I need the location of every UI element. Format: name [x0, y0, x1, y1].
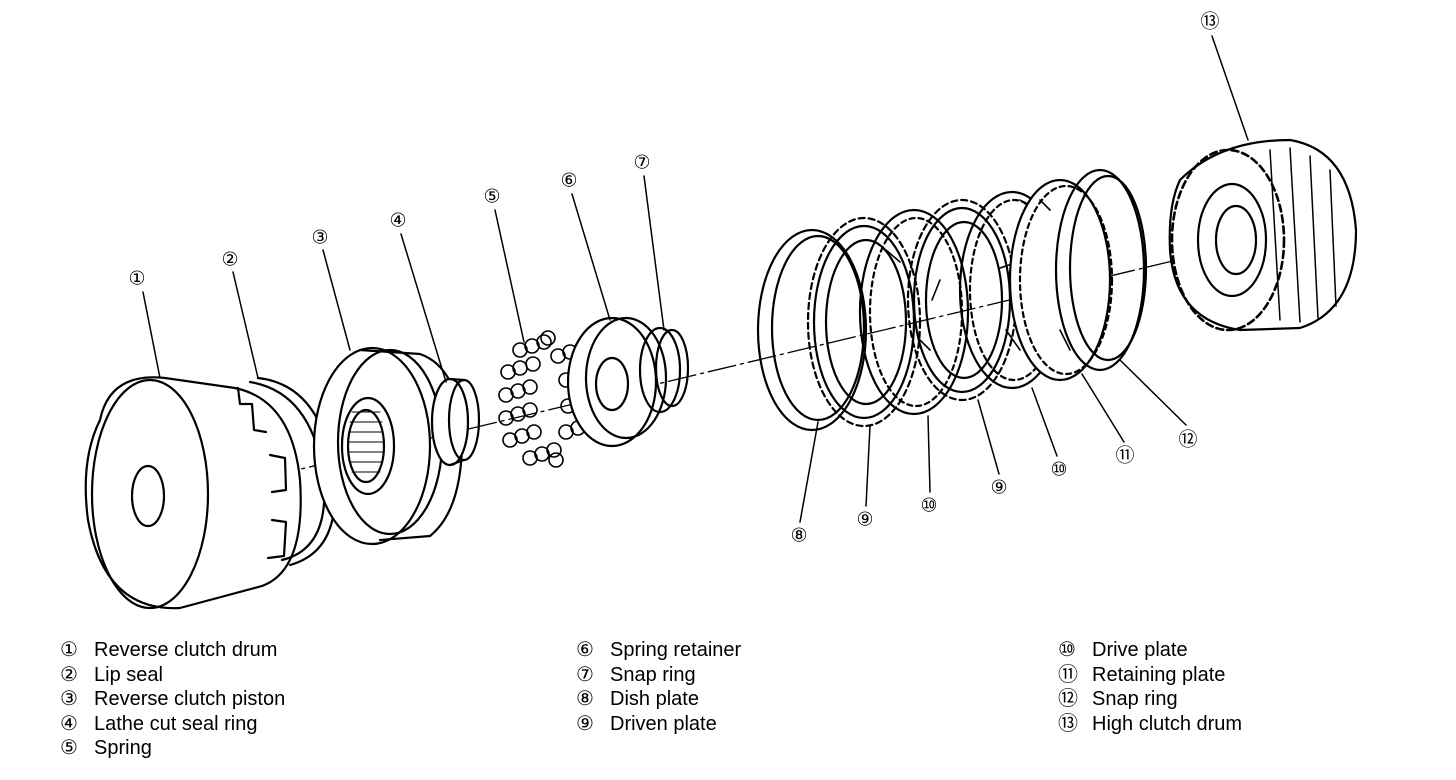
legend-item: ⑧ Dish plate — [576, 687, 741, 712]
callout-9a: ⑨ — [856, 510, 873, 531]
legend-label: Lathe cut seal ring — [94, 712, 258, 735]
part-reverse-clutch-drum — [84, 376, 302, 610]
legend-label: Drive plate — [1092, 639, 1188, 661]
callout-9b: ⑨ — [990, 478, 1007, 499]
legend-item: ① Reverse clutch drum — [60, 638, 285, 663]
legend-number: ⑤ — [60, 737, 78, 759]
legend-number: ⑩ — [1058, 639, 1076, 661]
legend-number: ② — [60, 663, 78, 686]
legend-label: Retaining plate — [1092, 663, 1226, 686]
legend-number: ④ — [60, 712, 78, 735]
exploded-view-diagram: ① ② ③ ④ ⑤ ⑥ ⑦ ⑧ ⑨ ⑩ ⑨ ⑩ ⑪ ⑫ ⑬ — [84, 11, 1358, 610]
part-snap-ring-small — [638, 326, 690, 414]
legend-label: Reverse clutch drum — [94, 639, 278, 661]
legend-item: ⑬ High clutch drum — [1058, 712, 1242, 737]
callout-1: ① — [128, 269, 145, 290]
legend-item: ⑪ Retaining plate — [1058, 663, 1242, 688]
legend-label: Spring — [94, 737, 152, 759]
leader-lines — [142, 35, 1249, 523]
callout-10a: ⑩ — [920, 496, 937, 517]
legend-number: ① — [60, 639, 78, 661]
callout-5: ⑤ — [483, 187, 500, 208]
part-snap-ring-large — [1054, 168, 1148, 372]
legend-item: ④ Lathe cut seal ring — [60, 712, 285, 737]
legend-item: ② Lip seal — [60, 663, 285, 688]
legend-label: Driven plate — [610, 712, 717, 735]
legend-number: ⑥ — [576, 639, 594, 661]
part-high-clutch-drum — [1168, 138, 1358, 332]
part-dish-plate — [756, 228, 868, 432]
legend-number: ⑪ — [1058, 663, 1078, 686]
legend-label: Snap ring — [1092, 688, 1178, 710]
part-lathe-cut-seal-ring — [430, 377, 481, 467]
legend-column-3: ⑩ Drive plate ⑪ Retaining plate ⑫ Snap ring… — [1058, 638, 1242, 736]
legend-number: ⑫ — [1058, 688, 1078, 710]
callout-3: ③ — [311, 228, 328, 249]
part-spring-retainer — [566, 316, 668, 448]
legend-column-1: ① Reverse clutch drum ② Lip seal ③ Reverse … — [60, 638, 285, 761]
callout-8: ⑧ — [790, 526, 807, 547]
callout-13: ⑬ — [1200, 11, 1219, 33]
legend-item: ⑥ Spring retainer — [576, 638, 741, 663]
callout-12: ⑫ — [1178, 429, 1197, 451]
legend-number: ③ — [60, 688, 78, 710]
callout-10b: ⑩ — [1050, 460, 1067, 481]
legend-item: ⑩ Drive plate — [1058, 638, 1242, 663]
legend-item: ③ Reverse clutch piston — [60, 687, 285, 712]
legend-number: ⑦ — [576, 663, 594, 686]
legend-label: Reverse clutch piston — [94, 688, 286, 710]
legend-label: Spring retainer — [610, 639, 742, 661]
legend-item: ⑫ Snap ring — [1058, 687, 1242, 712]
callout-2: ② — [221, 250, 238, 271]
part-retaining-plate — [1008, 178, 1114, 382]
legend-number: ⑧ — [576, 688, 594, 710]
legend-label: Dish plate — [610, 688, 699, 710]
legend-label: Lip seal — [94, 663, 163, 686]
legend-item: ⑨ Driven plate — [576, 712, 741, 737]
legend-label: Snap ring — [610, 663, 696, 686]
callout-11: ⑪ — [1115, 445, 1134, 467]
callout-4: ④ — [389, 211, 406, 232]
legend-number: ⑨ — [576, 712, 594, 735]
callout-7: ⑦ — [633, 153, 650, 174]
part-driven-plate-1 — [806, 216, 922, 428]
legend-item: ⑦ Snap ring — [576, 663, 741, 688]
callout-6: ⑥ — [560, 171, 577, 192]
legend-label: High clutch drum — [1092, 712, 1243, 735]
legend-item: ⑤ Spring — [60, 736, 285, 761]
legend-number: ⑬ — [1058, 712, 1078, 735]
